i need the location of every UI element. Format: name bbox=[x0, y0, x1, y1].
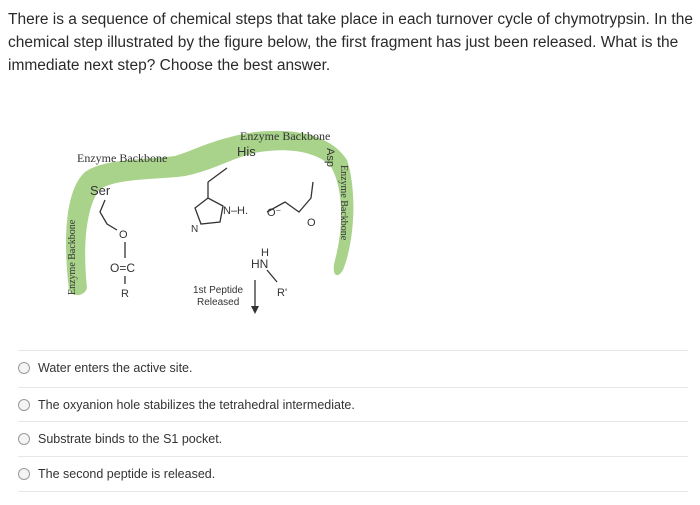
enzyme-backbone-band bbox=[66, 130, 354, 296]
o-minus-label: O⁻ bbox=[267, 207, 282, 219]
chymotrypsin-mechanism-figure: Enzyme Backbone Enzyme Backbone Enzyme B… bbox=[55, 120, 375, 330]
n-label: N bbox=[191, 224, 198, 235]
choice-oxyanion-hole[interactable]: The oxyanion hole stabilizes the tetrahe… bbox=[18, 387, 688, 422]
choice-label: Substrate binds to the S1 pocket. bbox=[38, 432, 223, 446]
o-label: O bbox=[307, 217, 316, 229]
his-link-2 bbox=[207, 167, 228, 183]
choice-second-peptide[interactable]: The second peptide is released. bbox=[18, 456, 688, 492]
his-label: His bbox=[237, 144, 256, 159]
asp-carboxylate bbox=[266, 181, 314, 213]
ser-sidechain bbox=[99, 199, 118, 231]
radio-button[interactable] bbox=[18, 468, 30, 480]
mechanism-diagram: Enzyme Backbone Enzyme Backbone Enzyme B… bbox=[66, 129, 354, 314]
choice-label: The second peptide is released. bbox=[38, 467, 216, 481]
nh-label: N–H. bbox=[223, 205, 248, 217]
carbonyl-label: O=C bbox=[110, 261, 135, 275]
released-line1: 1st Peptide bbox=[193, 285, 243, 296]
hn-h-label: H bbox=[261, 247, 269, 259]
hn-label: HN bbox=[251, 257, 268, 271]
asp-label: Asp bbox=[324, 148, 336, 167]
ester-oxygen-label: O bbox=[119, 229, 128, 241]
backbone-label-right: Enzyme Backbone bbox=[338, 165, 349, 241]
hn-r-bond bbox=[266, 269, 278, 283]
radio-button[interactable] bbox=[18, 362, 30, 374]
question-text: There is a sequence of chemical steps th… bbox=[8, 11, 693, 74]
release-arrowhead bbox=[251, 306, 259, 314]
radio-button[interactable] bbox=[18, 433, 30, 445]
released-line2: Released bbox=[197, 297, 239, 308]
choice-label: The oxyanion hole stabilizes the tetrahe… bbox=[38, 398, 355, 412]
choice-label: Water enters the active site. bbox=[38, 361, 193, 375]
choice-water-enters[interactable]: Water enters the active site. bbox=[18, 350, 688, 385]
backbone-label-top-left: Enzyme Backbone bbox=[77, 151, 167, 165]
r-label: R bbox=[121, 288, 129, 300]
backbone-label-top-right: Enzyme Backbone bbox=[240, 129, 330, 143]
r-prime-label: R' bbox=[277, 287, 287, 299]
choice-substrate-binds[interactable]: Substrate binds to the S1 pocket. bbox=[18, 421, 688, 456]
ser-label: Ser bbox=[90, 183, 111, 198]
radio-button[interactable] bbox=[18, 399, 30, 411]
imidazole-ring bbox=[194, 197, 224, 225]
backbone-label-left: Enzyme Backbone bbox=[67, 219, 78, 295]
